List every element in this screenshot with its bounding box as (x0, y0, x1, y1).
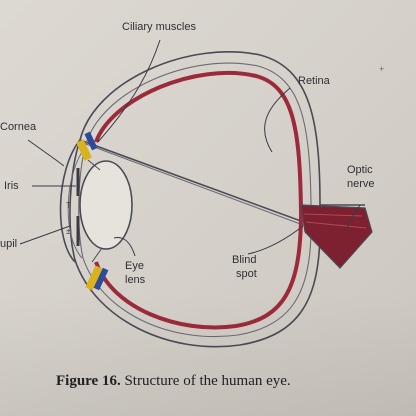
label-blind-spot-line1: Blind (232, 254, 257, 266)
sclera-inner (78, 62, 312, 338)
ciliary-muscle-upper-yellow (76, 139, 92, 161)
label-eye-lens-line1: Eye (125, 260, 144, 272)
figure-number: Figure 16. (56, 373, 121, 389)
pointer-optic-nerve (345, 204, 361, 231)
eye-lens (79, 160, 133, 250)
label-eye-lens-line2: lens (125, 274, 146, 286)
pupil-mark: ± (66, 227, 71, 236)
figure-caption: Figure 16. Structure of the human eye. (56, 373, 291, 390)
label-blind-spot-line2: spot (236, 268, 257, 280)
optic-nerve-fiber (303, 213, 363, 217)
ciliary-muscle-lower-blue (93, 267, 109, 291)
pupil-mark: T (66, 201, 71, 210)
label-optic-nerve-line1: Optic (347, 164, 373, 176)
optic-nerve-fiber (305, 221, 367, 229)
ciliary-muscle-upper-blue (84, 131, 98, 151)
sclera-outer (69, 51, 365, 348)
ligament (91, 247, 103, 263)
pointer-ciliary (97, 39, 161, 143)
cornea-inner (67, 145, 87, 259)
cornea (59, 139, 81, 263)
ligament (87, 159, 101, 171)
pointer-pupil (19, 225, 71, 245)
label-pupil: upil (0, 238, 18, 250)
label-iris: Iris (4, 180, 19, 192)
optic-nerve (300, 204, 373, 269)
label-cornea: Cornea (0, 121, 37, 133)
pointer-retina (264, 87, 291, 153)
ciliary-muscle-lower-yellow (85, 265, 103, 291)
stray-mark: + (379, 64, 385, 74)
label-retina: Retina (298, 75, 330, 87)
pointer-cornea (27, 139, 65, 167)
retina (94, 70, 304, 330)
pointer-eye-lens (113, 237, 136, 257)
label-ciliary-muscles: Ciliary muscles (122, 21, 196, 33)
figure-caption-text: Structure of the human eye. (124, 373, 291, 389)
label-optic-nerve-line2: nerve (347, 178, 375, 190)
pointer-blind-spot (247, 225, 304, 255)
